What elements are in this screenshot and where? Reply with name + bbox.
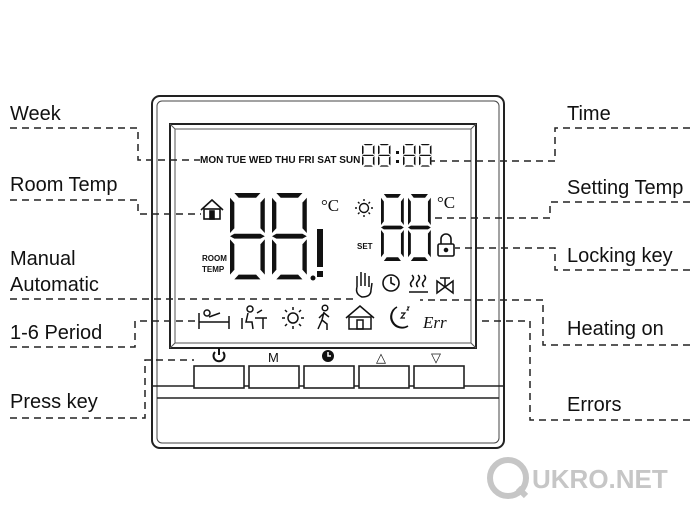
period-walking-icon xyxy=(317,304,330,330)
callout-period: 1-6 Period xyxy=(10,322,103,344)
mode-key[interactable] xyxy=(248,365,300,389)
time-display xyxy=(362,144,432,167)
callout-automatic: Automatic xyxy=(10,274,99,296)
power-key[interactable] xyxy=(193,365,245,389)
watermark-text: UKRO.NET xyxy=(532,464,668,494)
callout-heating-on: Heating on xyxy=(567,318,664,340)
temp-label: TEMP xyxy=(202,265,225,274)
down-triangle-icon: ▽ xyxy=(431,350,441,365)
callout-room-temp: Room Temp xyxy=(10,174,118,196)
power-icon xyxy=(212,348,226,363)
callout-locking-key: Locking key xyxy=(567,245,673,267)
clock-icon xyxy=(382,274,400,292)
period-leader xyxy=(10,320,199,348)
errors-leader xyxy=(478,320,690,421)
period-sun-icon xyxy=(282,307,304,329)
mode-key-label: M xyxy=(268,350,279,365)
watermark-logo xyxy=(487,457,529,499)
up-triangle-icon: △ xyxy=(376,350,386,365)
callout-lines xyxy=(10,127,690,421)
room-celsius-unit: °C xyxy=(321,196,339,215)
callout-press-key: Press key xyxy=(10,391,98,413)
hand-icon xyxy=(355,272,373,298)
key-row xyxy=(193,365,465,389)
callout-manual: Manual xyxy=(10,248,76,270)
period-work-icon xyxy=(241,305,267,330)
clock-key-icon xyxy=(322,350,334,362)
clock-key[interactable] xyxy=(303,365,355,389)
up-key[interactable] xyxy=(358,365,410,389)
press-key-leader xyxy=(10,359,194,419)
heating-icon xyxy=(409,274,428,293)
callout-errors: Errors xyxy=(567,394,622,416)
lock-icon xyxy=(437,233,455,257)
set-label: SET xyxy=(357,242,373,251)
time-leader xyxy=(430,127,690,162)
locking-key-leader xyxy=(455,247,690,271)
period-sleep-icon xyxy=(390,306,410,329)
period-home-icon xyxy=(345,305,375,330)
heating-on-leader xyxy=(420,299,690,346)
room-temp-leader xyxy=(10,199,201,215)
weekday-indicators: MON TUE WED THU FRI SAT SUN xyxy=(200,155,360,166)
callout-time: Time xyxy=(567,103,611,125)
setting-sun-icon xyxy=(355,199,373,217)
room-temperature-display xyxy=(230,193,323,281)
down-key[interactable] xyxy=(413,365,465,389)
week-leader xyxy=(10,127,200,161)
error-indicator: Err xyxy=(422,313,447,332)
lcd-screen xyxy=(169,123,477,349)
callout-setting-temp: Setting Temp xyxy=(567,177,684,199)
setting-temp-leader xyxy=(433,201,690,219)
house-icon xyxy=(200,198,224,220)
valve-icon xyxy=(436,277,454,295)
period-icons xyxy=(198,304,410,330)
period-wake-icon xyxy=(198,309,230,329)
room-label: ROOM xyxy=(202,254,227,263)
callout-week: Week xyxy=(10,103,61,125)
setting-celsius-unit: °C xyxy=(437,193,455,212)
